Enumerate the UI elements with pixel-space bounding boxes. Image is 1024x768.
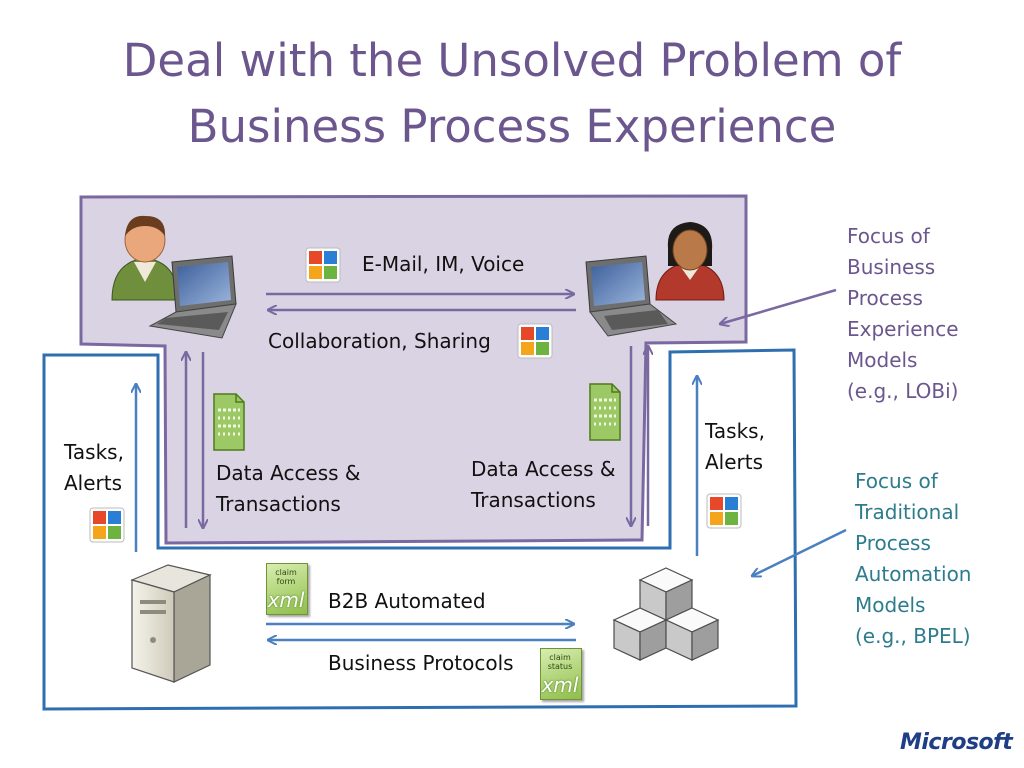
experience-focus-note: Focus of Business Process Experience Mod… — [847, 224, 959, 403]
binary-document-icon — [213, 393, 245, 451]
claim-status-text: claim status — [547, 653, 573, 671]
claim-form-xml: xml — [267, 588, 305, 612]
traditional-automation-region — [42, 348, 798, 711]
binary-document-icon — [589, 383, 621, 441]
tasks-alerts-label-right: Tasks, Alerts — [705, 419, 765, 474]
business-experience-region — [79, 194, 748, 545]
xml-document-icon: claim status xml — [540, 648, 584, 700]
data-access-label-left: Data Access & Transactions — [216, 461, 361, 516]
page-title: Deal with the Unsolved Problem of Busine… — [0, 28, 1024, 160]
data-access-label-right: Data Access & Transactions — [471, 457, 616, 512]
b2b-label: B2B Automated — [328, 589, 486, 613]
xml-document-icon: claim form xml — [266, 563, 310, 615]
collaboration-label: Collaboration, Sharing — [268, 329, 491, 353]
traditional-callout-arrow — [752, 528, 847, 576]
office-logo-icon — [305, 247, 341, 283]
claim-form-text: claim form — [275, 568, 297, 586]
protocols-label: Business Protocols — [328, 651, 514, 675]
office-logo-icon — [706, 493, 742, 529]
office-logo-icon — [89, 507, 125, 543]
server-icon — [130, 564, 212, 683]
office-logo-icon — [517, 323, 553, 359]
claim-status-xml: xml — [541, 673, 579, 697]
email-label: E-Mail, IM, Voice — [362, 252, 525, 276]
traditional-focus-note: Focus of Traditional Process Automation … — [855, 469, 972, 648]
user-female-icon — [655, 222, 725, 301]
title-line-2: Business Process Experience — [187, 100, 837, 153]
tasks-alerts-label-left: Tasks, Alerts — [64, 440, 124, 495]
title-line-1: Deal with the Unsolved Problem of — [122, 34, 902, 87]
experience-callout-arrow — [720, 288, 837, 324]
laptop-icon — [148, 255, 237, 339]
microsoft-logo: Microsoft — [900, 730, 1013, 755]
cubes-icon — [612, 567, 720, 661]
user-male-icon — [111, 215, 179, 301]
laptop-icon — [585, 255, 678, 337]
